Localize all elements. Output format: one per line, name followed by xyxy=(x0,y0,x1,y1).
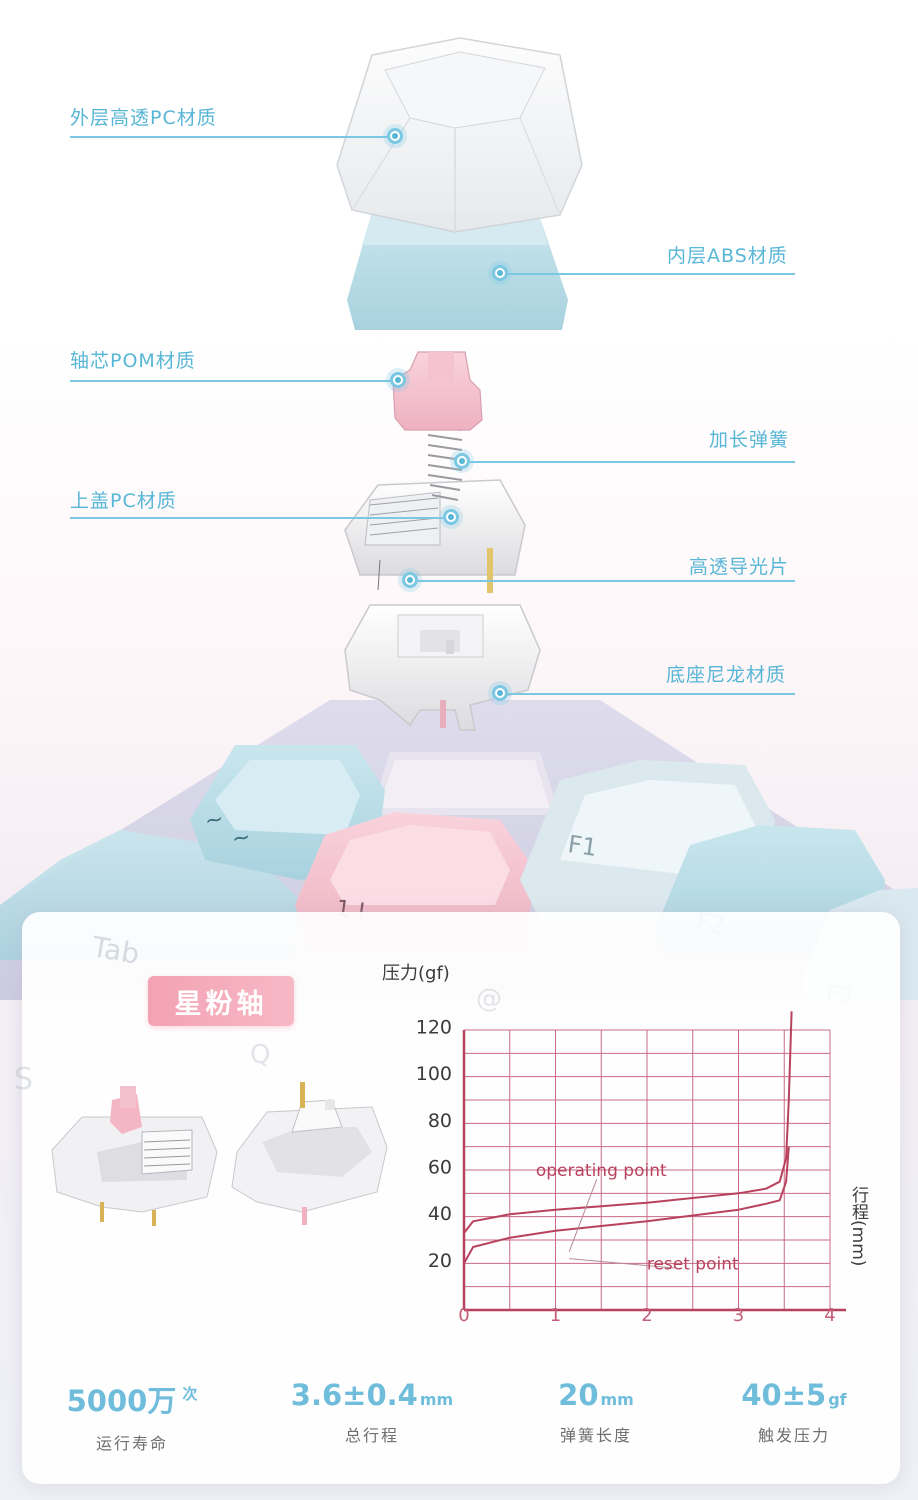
chart-annotation-operating-point: operating point xyxy=(536,1161,667,1181)
chart-y-tick-label: 80 xyxy=(428,1110,452,1132)
switch-base xyxy=(344,604,541,731)
stat-spring-length-unit: mm xyxy=(600,1390,634,1409)
stat-spring-length-number: 20 xyxy=(558,1378,599,1412)
chart-annotation-reset-point: reset point xyxy=(647,1254,739,1274)
keycap-legend-q: Q xyxy=(250,1040,271,1070)
callout-line-base-nylon xyxy=(500,693,795,695)
stat-lifespan-value: 5000万次 xyxy=(32,1378,232,1420)
keycap-legend-f1: F1 xyxy=(566,830,599,862)
callout-line-stem-pom xyxy=(70,380,398,382)
chart-y-tick-label: 120 xyxy=(416,1017,452,1039)
callout-label-stem-pom: 轴芯POM材质 xyxy=(70,350,196,372)
chart-x-tick-label: 0 xyxy=(458,1305,469,1326)
callout-line-long-spring xyxy=(462,461,795,463)
callout-label-light-guide: 高透导光片 xyxy=(689,556,790,578)
white-switch-image xyxy=(231,1082,388,1225)
callout-line-light-guide xyxy=(410,580,795,582)
stat-total-travel-unit: mm xyxy=(419,1390,454,1409)
callout-label-inner-abs: 内层ABS材质 xyxy=(667,245,788,267)
callout-dot-outer-pc xyxy=(387,128,403,144)
chart-annotation-leader-operating xyxy=(568,1179,598,1252)
stat-lifespan: 5000万次 运行寿命 xyxy=(32,1378,232,1454)
callout-label-outer-pc: 外层高透PC材质 xyxy=(70,107,217,129)
callout-dot-top-housing-pc xyxy=(443,509,459,525)
switch-stem xyxy=(392,351,483,431)
switch-name-badge: 星粉轴 xyxy=(148,976,294,1026)
keycap-outer-pc xyxy=(336,37,583,233)
chart-y-tick-label: 20 xyxy=(428,1250,452,1272)
stat-actuation-force-unit: gf xyxy=(828,1390,847,1409)
switch-top-housing xyxy=(344,479,526,593)
stat-total-travel-number: 3.6±0.4 xyxy=(290,1378,418,1412)
chart-x-tick-label: 4 xyxy=(824,1305,835,1326)
chart-x-tick-label: 3 xyxy=(733,1305,744,1326)
stat-spring-length-label: 弹簧长度 xyxy=(559,1426,632,1445)
stat-lifespan-number: 5000万 xyxy=(66,1384,177,1418)
chart-y-tick-label: 100 xyxy=(416,1063,452,1085)
chart-series-line-1 xyxy=(463,1011,793,1234)
stat-actuation-force-label: 触发压力 xyxy=(757,1426,830,1445)
chart-x-axis-title: 行程(mm) xyxy=(848,1186,868,1267)
stat-total-travel-label: 总行程 xyxy=(344,1426,399,1445)
chart-x-tick-label: 2 xyxy=(641,1305,652,1326)
callout-dot-light-guide xyxy=(402,572,418,588)
callout-dot-stem-pom xyxy=(390,372,406,388)
keycap-legend-at: @ xyxy=(476,984,502,1014)
stat-actuation-force-number: 40±5 xyxy=(741,1378,827,1412)
callout-label-long-spring: 加长弹簧 xyxy=(709,429,790,451)
chart-y-tick-label: 40 xyxy=(428,1203,452,1225)
stat-lifespan-unit: 次 xyxy=(182,1385,198,1403)
stat-lifespan-label: 运行寿命 xyxy=(95,1434,168,1453)
callout-dot-inner-abs xyxy=(492,265,508,281)
callout-dot-base-nylon xyxy=(492,685,508,701)
chart-y-axis-title: 压力(gf) xyxy=(382,963,450,984)
callout-line-outer-pc xyxy=(70,136,395,138)
callout-label-base-nylon: 底座尼龙材质 xyxy=(666,664,787,686)
force-curve-chart: 0 1 2 3 4 20 40 60 80 100 120 operating point reset … xyxy=(416,1011,846,1326)
callout-line-inner-abs xyxy=(500,273,795,275)
chart-annotation-leader-reset xyxy=(569,1258,675,1269)
pink-switch-image xyxy=(51,1086,218,1226)
keycap-legend-s: S xyxy=(14,1062,34,1097)
chart-y-tick-label: 60 xyxy=(428,1157,452,1179)
switch-product-photos xyxy=(51,1082,388,1226)
callout-line-top-housing-pc xyxy=(70,517,451,519)
callout-dot-long-spring xyxy=(454,453,470,469)
chart-x-tick-label: 1 xyxy=(550,1305,561,1326)
callout-label-top-housing-pc: 上盖PC材质 xyxy=(70,490,177,512)
chart-series-line-2 xyxy=(463,1146,790,1264)
